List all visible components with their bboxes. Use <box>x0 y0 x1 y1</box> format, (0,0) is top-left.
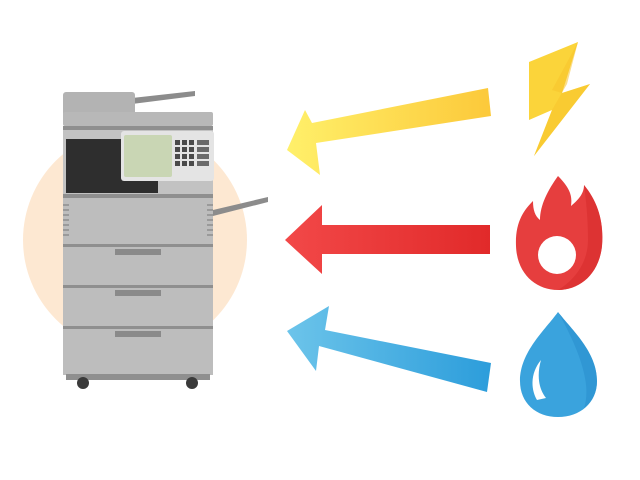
copier-base <box>66 374 210 380</box>
arrow-water <box>287 306 491 392</box>
drawer-divider <box>63 244 213 247</box>
copier-top-strip <box>63 126 213 130</box>
arrow-electricity <box>287 88 491 175</box>
output-tray <box>213 197 268 216</box>
wheel-left <box>77 377 89 389</box>
drawer-handle-1 <box>115 249 161 255</box>
flame-icon <box>515 176 603 290</box>
copier-main-body <box>63 198 213 244</box>
drawer-divider <box>63 326 213 329</box>
wheel-right <box>186 377 198 389</box>
water-drop-icon <box>520 312 597 417</box>
keypad <box>175 140 209 166</box>
drawer-divider <box>63 285 213 288</box>
control-display <box>124 135 172 177</box>
photocopier-icon <box>63 91 268 389</box>
copier-lid <box>63 92 135 116</box>
flame-core <box>538 236 576 274</box>
arrow-gas <box>285 205 490 274</box>
drawer-handle-3 <box>115 331 161 337</box>
side-vents-right <box>207 204 213 236</box>
drawer-handle-2 <box>115 290 161 296</box>
side-vents-left <box>63 204 69 236</box>
copier-lid-deck <box>63 112 213 126</box>
lightning-icon <box>529 42 590 156</box>
feeder-tray <box>132 91 195 104</box>
copier-midline <box>63 194 213 198</box>
